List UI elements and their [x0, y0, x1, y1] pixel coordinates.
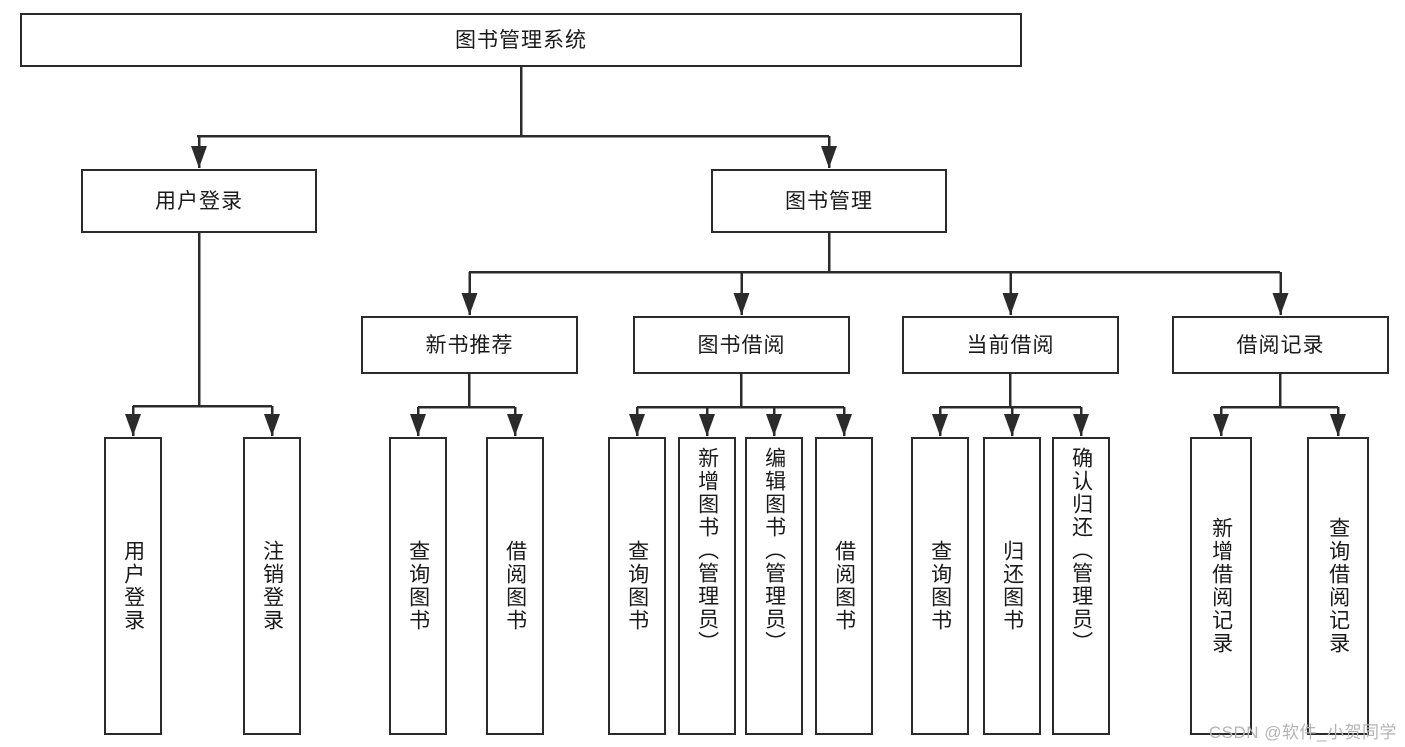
node-user-login-label: 用户登录	[155, 189, 243, 213]
leaf-leaf-borrow-book-2-label: 借阅图书	[832, 540, 856, 632]
leaf-leaf-query-book-3[interactable]: 查询图书	[911, 437, 969, 735]
node-user-login[interactable]: 用户登录	[81, 169, 317, 233]
leaf-leaf-query-record-label: 查询借阅记录	[1326, 517, 1350, 655]
leaf-leaf-add-record[interactable]: 新增借阅记录	[1190, 437, 1252, 735]
watermark-label: CSDN @软件_小贺同学	[1208, 723, 1397, 742]
node-book-borrow[interactable]: 图书借阅	[633, 316, 850, 374]
leaf-leaf-user-logout[interactable]: 注销登录	[243, 437, 301, 735]
leaf-leaf-borrow-book-2[interactable]: 借阅图书	[815, 437, 873, 735]
leaf-leaf-user-login-label: 用户登录	[121, 540, 145, 632]
leaf-leaf-confirm-return-label: 确认归还（管理员）	[1069, 447, 1093, 654]
node-book-manage-label: 图书管理	[785, 189, 873, 213]
leaf-leaf-add-record-label: 新增借阅记录	[1209, 517, 1233, 655]
leaf-leaf-user-logout-label: 注销登录	[260, 540, 284, 632]
leaf-leaf-return-book-label: 归还图书	[1000, 540, 1024, 632]
node-borrow-record-label: 借阅记录	[1236, 333, 1325, 357]
leaf-leaf-query-book-2-label: 查询图书	[625, 540, 649, 632]
leaf-leaf-query-book-1[interactable]: 查询图书	[389, 437, 447, 735]
leaf-leaf-borrow-book-1[interactable]: 借阅图书	[486, 437, 544, 735]
node-root-root-label: 图书管理系统	[455, 28, 587, 52]
node-borrow-record[interactable]: 借阅记录	[1172, 316, 1389, 374]
node-new-book-rec-label: 新书推荐	[425, 333, 514, 357]
leaf-leaf-return-book[interactable]: 归还图书	[983, 437, 1041, 735]
node-book-manage[interactable]: 图书管理	[711, 169, 947, 233]
node-book-borrow-label: 图书借阅	[697, 333, 786, 357]
leaf-leaf-borrow-book-1-label: 借阅图书	[503, 540, 527, 632]
leaf-leaf-query-book-1-label: 查询图书	[406, 540, 430, 632]
leaf-leaf-query-book-3-label: 查询图书	[928, 540, 952, 632]
node-new-book-rec[interactable]: 新书推荐	[361, 316, 578, 374]
node-root-root[interactable]: 图书管理系统	[20, 13, 1022, 67]
leaf-leaf-edit-book[interactable]: 编辑图书（管理员）	[745, 437, 803, 735]
leaf-leaf-query-book-2[interactable]: 查询图书	[608, 437, 666, 735]
node-current-borrow[interactable]: 当前借阅	[902, 316, 1119, 374]
leaf-leaf-add-book-label: 新增图书（管理员）	[695, 447, 719, 654]
leaf-leaf-query-record[interactable]: 查询借阅记录	[1307, 437, 1369, 735]
leaf-leaf-user-login[interactable]: 用户登录	[104, 437, 162, 735]
leaf-leaf-edit-book-label: 编辑图书（管理员）	[762, 447, 786, 654]
node-current-borrow-label: 当前借阅	[966, 333, 1055, 357]
leaf-leaf-add-book[interactable]: 新增图书（管理员）	[678, 437, 736, 735]
leaf-leaf-confirm-return[interactable]: 确认归还（管理员）	[1052, 437, 1110, 735]
